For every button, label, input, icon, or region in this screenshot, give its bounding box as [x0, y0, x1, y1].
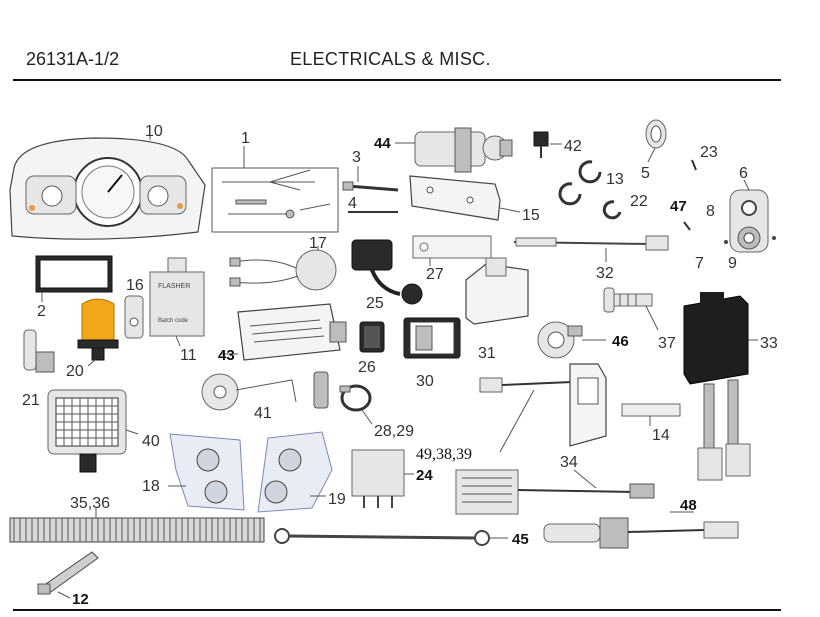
work-lamp-icon[interactable] — [47, 389, 127, 473]
bulb-holder-icon[interactable] — [23, 329, 55, 373]
callout-24: 24 — [416, 467, 433, 484]
callout-5: 5 — [641, 165, 650, 182]
callout-17: 17 — [309, 235, 327, 252]
footer-rule — [13, 609, 781, 611]
sensor-cable-icon[interactable] — [342, 181, 399, 213]
lamp-harness-icon[interactable] — [479, 363, 607, 447]
callout-32: 32 — [596, 265, 614, 282]
callout-12: 12 — [72, 591, 89, 608]
mini-relay-icon[interactable] — [351, 449, 405, 508]
battery-cable-icon[interactable] — [274, 528, 490, 546]
callout-45: 45 — [512, 531, 529, 548]
headlight-left-icon[interactable] — [169, 433, 245, 511]
callout-2: 2 — [37, 303, 46, 320]
callout-11: 11 — [180, 347, 197, 364]
lamp-bracket-icon[interactable] — [124, 295, 144, 339]
headlight-right-icon[interactable] — [257, 431, 333, 513]
callout-30: 30 — [416, 373, 434, 390]
callout-6: 6 — [739, 165, 748, 182]
battery-icon[interactable] — [35, 255, 113, 293]
decal-plate-icon[interactable] — [412, 235, 492, 259]
callout-44: 44 — [374, 135, 391, 152]
callout-4: 4 — [348, 195, 357, 212]
callout-47: 47 — [670, 198, 687, 215]
callout-40: 40 — [142, 433, 160, 450]
spring-clip-icon[interactable] — [558, 160, 622, 220]
beacon-lamp-icon[interactable] — [77, 298, 119, 361]
callout-49-38-39: 49,38,39 — [416, 446, 472, 463]
callout-3: 3 — [352, 149, 361, 166]
indicator-ring-icon[interactable] — [645, 119, 667, 149]
main-harness-icon[interactable] — [455, 469, 655, 515]
sensor-lead-icon[interactable] — [513, 235, 669, 251]
toggle-switch-icon[interactable] — [403, 317, 461, 359]
rocker-switch-icon[interactable] — [359, 321, 385, 353]
fuel-sender-icon[interactable] — [201, 371, 329, 411]
header-rule — [13, 79, 781, 81]
cable-tie-icon[interactable] — [37, 551, 99, 595]
callout-21: 21 — [22, 392, 40, 409]
callout-41: 41 — [254, 405, 272, 422]
bolt-icon[interactable] — [603, 287, 653, 313]
callout-1: 1 — [241, 130, 250, 147]
callout-31: 31 — [478, 345, 496, 362]
wiring-kit-icon[interactable] — [211, 167, 339, 233]
diagram-title: ELECTRICALS & MISC. — [290, 49, 491, 69]
callout-20: 20 — [66, 363, 84, 380]
speed-sensor-icon[interactable] — [351, 239, 423, 305]
electronic-flasher-icon[interactable] — [237, 303, 347, 361]
screw-icon[interactable] — [691, 159, 697, 171]
horn-icon[interactable] — [537, 321, 583, 359]
callout-46: 46 — [612, 333, 629, 350]
ignition-switch-icon[interactable] — [414, 127, 513, 173]
cable-tie-bundle-icon[interactable] — [9, 517, 265, 543]
callout-27: 27 — [426, 266, 444, 283]
instrument-cluster-icon[interactable] — [9, 137, 206, 240]
flasher-relay-icon[interactable]: FLASHER Batch code — [149, 257, 205, 337]
control-module-icon[interactable] — [683, 292, 751, 481]
callout-15: 15 — [522, 207, 540, 224]
callout-16: 16 — [126, 277, 144, 294]
callout-26: 26 — [358, 359, 376, 376]
oxygen-sensor-icon[interactable] — [543, 517, 739, 549]
callout-8: 8 — [706, 203, 715, 220]
callout-28-29: 28,29 — [374, 423, 414, 440]
callout-23: 23 — [700, 144, 718, 161]
svg-text:FLASHER: FLASHER — [158, 283, 190, 290]
callout-33: 33 — [760, 335, 778, 352]
svg-text:Batch code: Batch code — [158, 318, 189, 324]
callout-18: 18 — [142, 478, 160, 495]
mounting-bracket-icon[interactable] — [409, 175, 501, 221]
callout-22: 22 — [630, 193, 648, 210]
callout-48: 48 — [680, 497, 697, 514]
callout-9: 9 — [728, 255, 737, 272]
callout-35-36: 35,36 — [70, 495, 110, 512]
callout-14: 14 — [652, 427, 670, 444]
callout-37: 37 — [658, 335, 676, 352]
callout-25: 25 — [366, 295, 384, 312]
connector-clip-icon[interactable] — [533, 131, 549, 158]
callout-43: 43 — [218, 347, 235, 364]
diagram-code: 26131A-1/2 — [26, 49, 120, 69]
callout-34: 34 — [560, 454, 578, 471]
callout-10: 10 — [145, 123, 163, 140]
callout-19: 19 — [328, 491, 346, 508]
key-switch-icon[interactable] — [683, 189, 776, 253]
callout-13: 13 — [606, 171, 624, 188]
callout-42: 42 — [564, 138, 582, 155]
relay-harness-icon[interactable] — [229, 249, 337, 291]
label-strip-icon[interactable] — [621, 403, 681, 417]
power-relay-icon[interactable] — [465, 257, 529, 325]
callout-7: 7 — [695, 255, 704, 272]
hose-clamp-icon[interactable] — [339, 384, 372, 412]
